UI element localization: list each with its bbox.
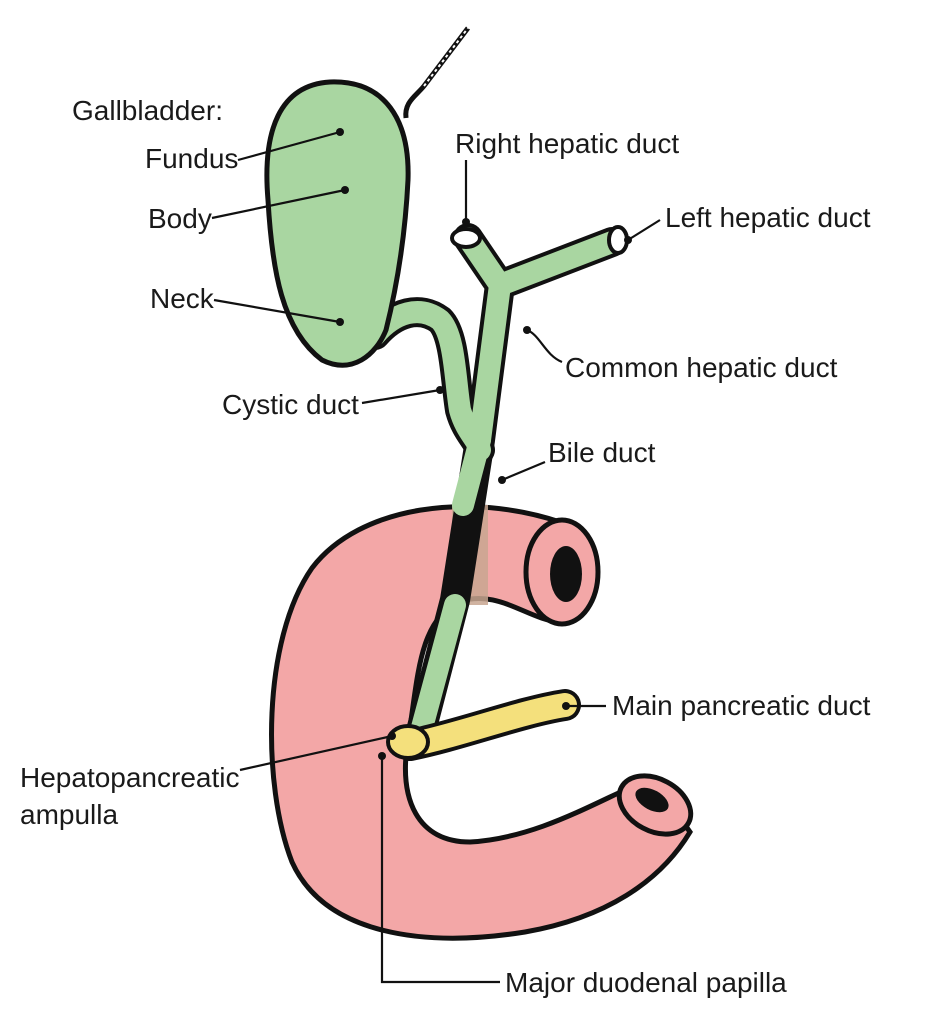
right-hepatic-duct-opening	[450, 227, 482, 249]
label-left-hepatic-duct: Left hepatic duct	[665, 202, 871, 233]
label-main-pancreatic-duct: Main pancreatic duct	[612, 690, 871, 721]
label-major-duodenal-papilla: Major duodenal papilla	[505, 967, 787, 998]
gallbladder	[264, 79, 411, 368]
label-neck: Neck	[150, 283, 215, 314]
label-cystic-duct: Cystic duct	[222, 389, 359, 420]
label-bile-duct: Bile duct	[548, 437, 656, 468]
label-fundus: Fundus	[145, 143, 238, 174]
probe-icon	[403, 26, 470, 119]
hepatopancreatic-ampulla	[386, 724, 430, 760]
bile-ducts	[360, 223, 627, 750]
label-hepatopancreatic-ampulla-2: ampulla	[20, 799, 118, 830]
duodenum	[269, 504, 694, 941]
label-common-hepatic-duct: Common hepatic duct	[565, 352, 838, 383]
label-hepatopancreatic-ampulla-1: Hepatopancreatic	[20, 762, 239, 793]
label-body: Body	[148, 203, 212, 234]
label-right-hepatic-duct: Right hepatic duct	[455, 128, 679, 159]
label-gallbladder: Gallbladder:	[72, 95, 223, 126]
leader-lines	[211, 128, 661, 984]
